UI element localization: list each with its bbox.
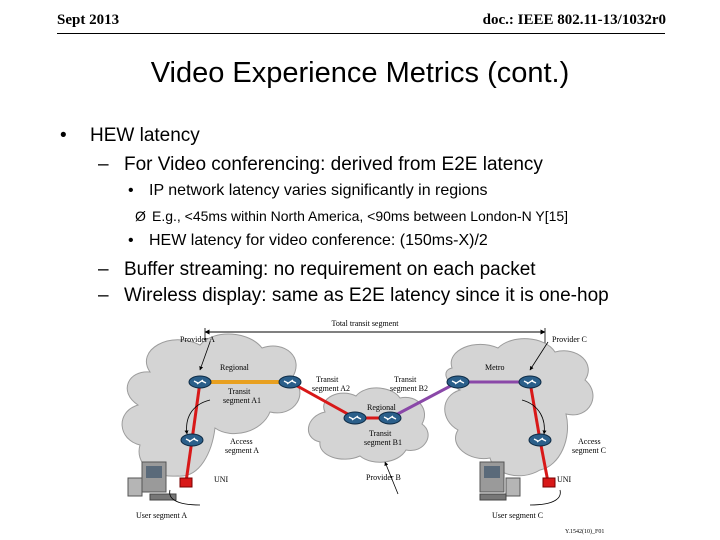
access-a-label-2: segment A — [225, 446, 259, 455]
bullet-text: For Video conferencing: derived from E2E… — [124, 154, 543, 175]
bullet-marker: Ø — [135, 208, 146, 224]
leader-provider-c — [529, 341, 549, 371]
access-c-label-2: segment C — [572, 446, 606, 455]
uni-a-icon — [179, 477, 193, 488]
uni-c-label: UNI — [557, 475, 572, 484]
regional-a-label: Regional — [220, 363, 250, 372]
transit-b2-label: Transit — [394, 375, 417, 384]
bullet-ip-latency: • IP network latency varies significantly… — [128, 182, 488, 200]
link-a-access — [190, 381, 202, 441]
bullet-marker: – — [98, 259, 109, 280]
link-c-access — [528, 381, 542, 441]
link-c-uni — [538, 439, 550, 483]
leader-user-c — [529, 489, 561, 506]
leader-user-a — [169, 489, 201, 506]
header-doc-id: doc.: IEEE 802.11-13/1032r0 — [482, 12, 666, 28]
bullet-marker: – — [98, 154, 109, 175]
leader-transit-a1 — [184, 399, 211, 435]
bullet-hew-video-conference: • HEW latency for video conference: (150m… — [128, 232, 488, 250]
uni-c-icon — [542, 477, 556, 488]
link-a-uni — [184, 439, 194, 483]
leader-provider-b — [384, 461, 399, 495]
user-segment-a-label: User segment A — [136, 511, 187, 520]
access-c-label: Access — [578, 437, 601, 446]
bullet-marker: – — [98, 285, 109, 306]
transit-a2-label: Transit — [316, 375, 339, 384]
transit-a2-label-2: segment A2 — [312, 384, 350, 393]
bullet-text: Wireless display: same as E2E latency si… — [124, 285, 609, 306]
provider-a-label: Provider A — [180, 335, 215, 344]
bullet-text: HEW latency for video conference: (150ms… — [149, 232, 488, 249]
header-divider — [57, 33, 665, 34]
bullet-hew-latency: • HEW latency — [60, 125, 200, 147]
user-equipment-a-icon — [127, 461, 177, 501]
figure-id-label: Y.1542(10)_F01 — [565, 528, 604, 535]
bullet-buffer-streaming: –Buffer streaming: no requirement on eac… — [98, 259, 536, 281]
bullet-marker: • — [128, 232, 134, 249]
transit-a1-label-2: segment A1 — [223, 396, 261, 405]
provider-c-cloud — [444, 338, 594, 477]
link-a-to-b — [289, 380, 356, 420]
provider-b-cloud — [308, 387, 429, 463]
uni-a-label: UNI — [214, 475, 229, 484]
header-date: Sept 2013 — [57, 12, 120, 28]
provider-a-cloud — [121, 333, 301, 477]
metro-label: Metro — [485, 363, 505, 372]
regional-b-label: Regional — [367, 403, 397, 412]
bullet-video-conferencing: –For Video conferencing: derived from E2… — [98, 154, 543, 176]
leader-provider-a — [199, 341, 211, 371]
bullet-text: IP network latency varies significantly … — [149, 182, 488, 199]
user-equipment-c-icon — [479, 461, 521, 501]
router-c-right-icon — [518, 375, 542, 389]
user-segment-c-label: User segment C — [492, 511, 543, 520]
total-transit-label: Total transit segment — [332, 319, 400, 328]
bullet-marker: • — [128, 182, 134, 199]
router-b-right-icon — [378, 411, 402, 425]
transit-b1-label-2: segment B1 — [364, 438, 402, 447]
slide-title: Video Experience Metrics (cont.) — [150, 57, 570, 89]
router-a-left-icon — [188, 375, 212, 389]
provider-c-label: Provider C — [552, 335, 587, 344]
transit-b2-label-2: segment B2 — [390, 384, 428, 393]
link-b-to-c — [389, 380, 459, 420]
access-a-label: Access — [230, 437, 253, 446]
router-c-left-icon — [446, 375, 470, 389]
bullet-marker: • — [60, 125, 67, 146]
router-c-access-icon — [528, 433, 552, 447]
bullet-text: E.g., <45ms within North America, <90ms … — [152, 208, 569, 224]
bullet-wireless-display: –Wireless display: same as E2E latency s… — [98, 285, 609, 307]
router-a-access-icon — [180, 433, 204, 447]
router-b-left-icon — [343, 411, 367, 425]
router-a-right-icon — [278, 375, 302, 389]
bullet-example-latency: Ø E.g., <45ms within North America, <90ms… — [135, 208, 568, 224]
bullet-text: HEW latency — [90, 125, 200, 146]
transit-b1-label: Transit — [369, 429, 392, 438]
transit-a1-label: Transit — [228, 387, 251, 396]
provider-b-label: Provider B — [366, 473, 401, 482]
leader-access-c — [521, 399, 547, 435]
bullet-text: Buffer streaming: no requirement on each… — [124, 259, 536, 280]
